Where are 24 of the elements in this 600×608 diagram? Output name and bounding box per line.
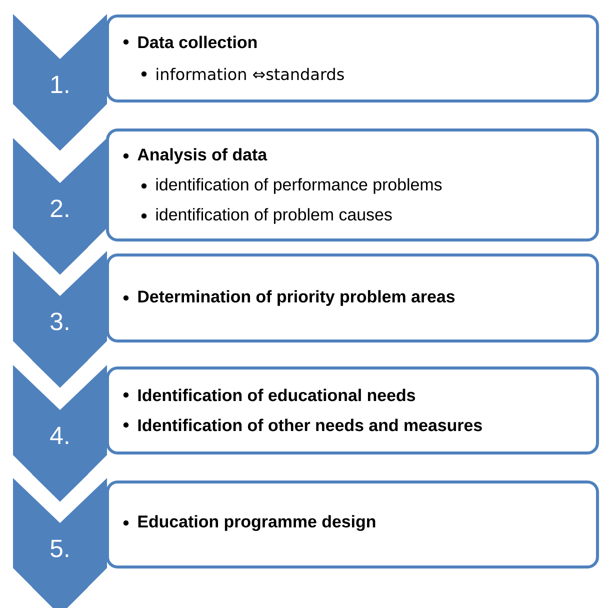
chevron-tip	[32, 123, 88, 151]
step-box	[106, 128, 599, 242]
list-item: Education programme design	[138, 515, 376, 531]
list-item: Identification of educational needs	[138, 388, 416, 402]
node-label: 5.	[50, 540, 68, 558]
chevron-tip	[32, 247, 88, 275]
list-item: Data collection	[138, 36, 257, 48]
step-box	[106, 480, 599, 568]
chevron-tip	[32, 587, 88, 608]
node-label: 4.	[50, 426, 68, 444]
list-item: information ⇔standards	[156, 68, 344, 80]
chevron-tip	[32, 474, 88, 502]
node-label: 3.	[50, 312, 68, 330]
list-item: Identification of other needs and measures	[138, 418, 482, 432]
step-box	[106, 14, 599, 102]
list-item: Analysis of data	[138, 148, 268, 164]
step-box	[106, 254, 599, 342]
chevron-tip	[32, 360, 88, 388]
node-label: 2.	[50, 200, 68, 218]
list-item: Determination of priority problem areas	[138, 290, 455, 306]
list-item: identification of performance problems	[156, 178, 442, 194]
node-label: 1.	[52, 76, 68, 94]
step-box	[106, 366, 599, 454]
list-item: identification of problem causes	[156, 208, 392, 224]
